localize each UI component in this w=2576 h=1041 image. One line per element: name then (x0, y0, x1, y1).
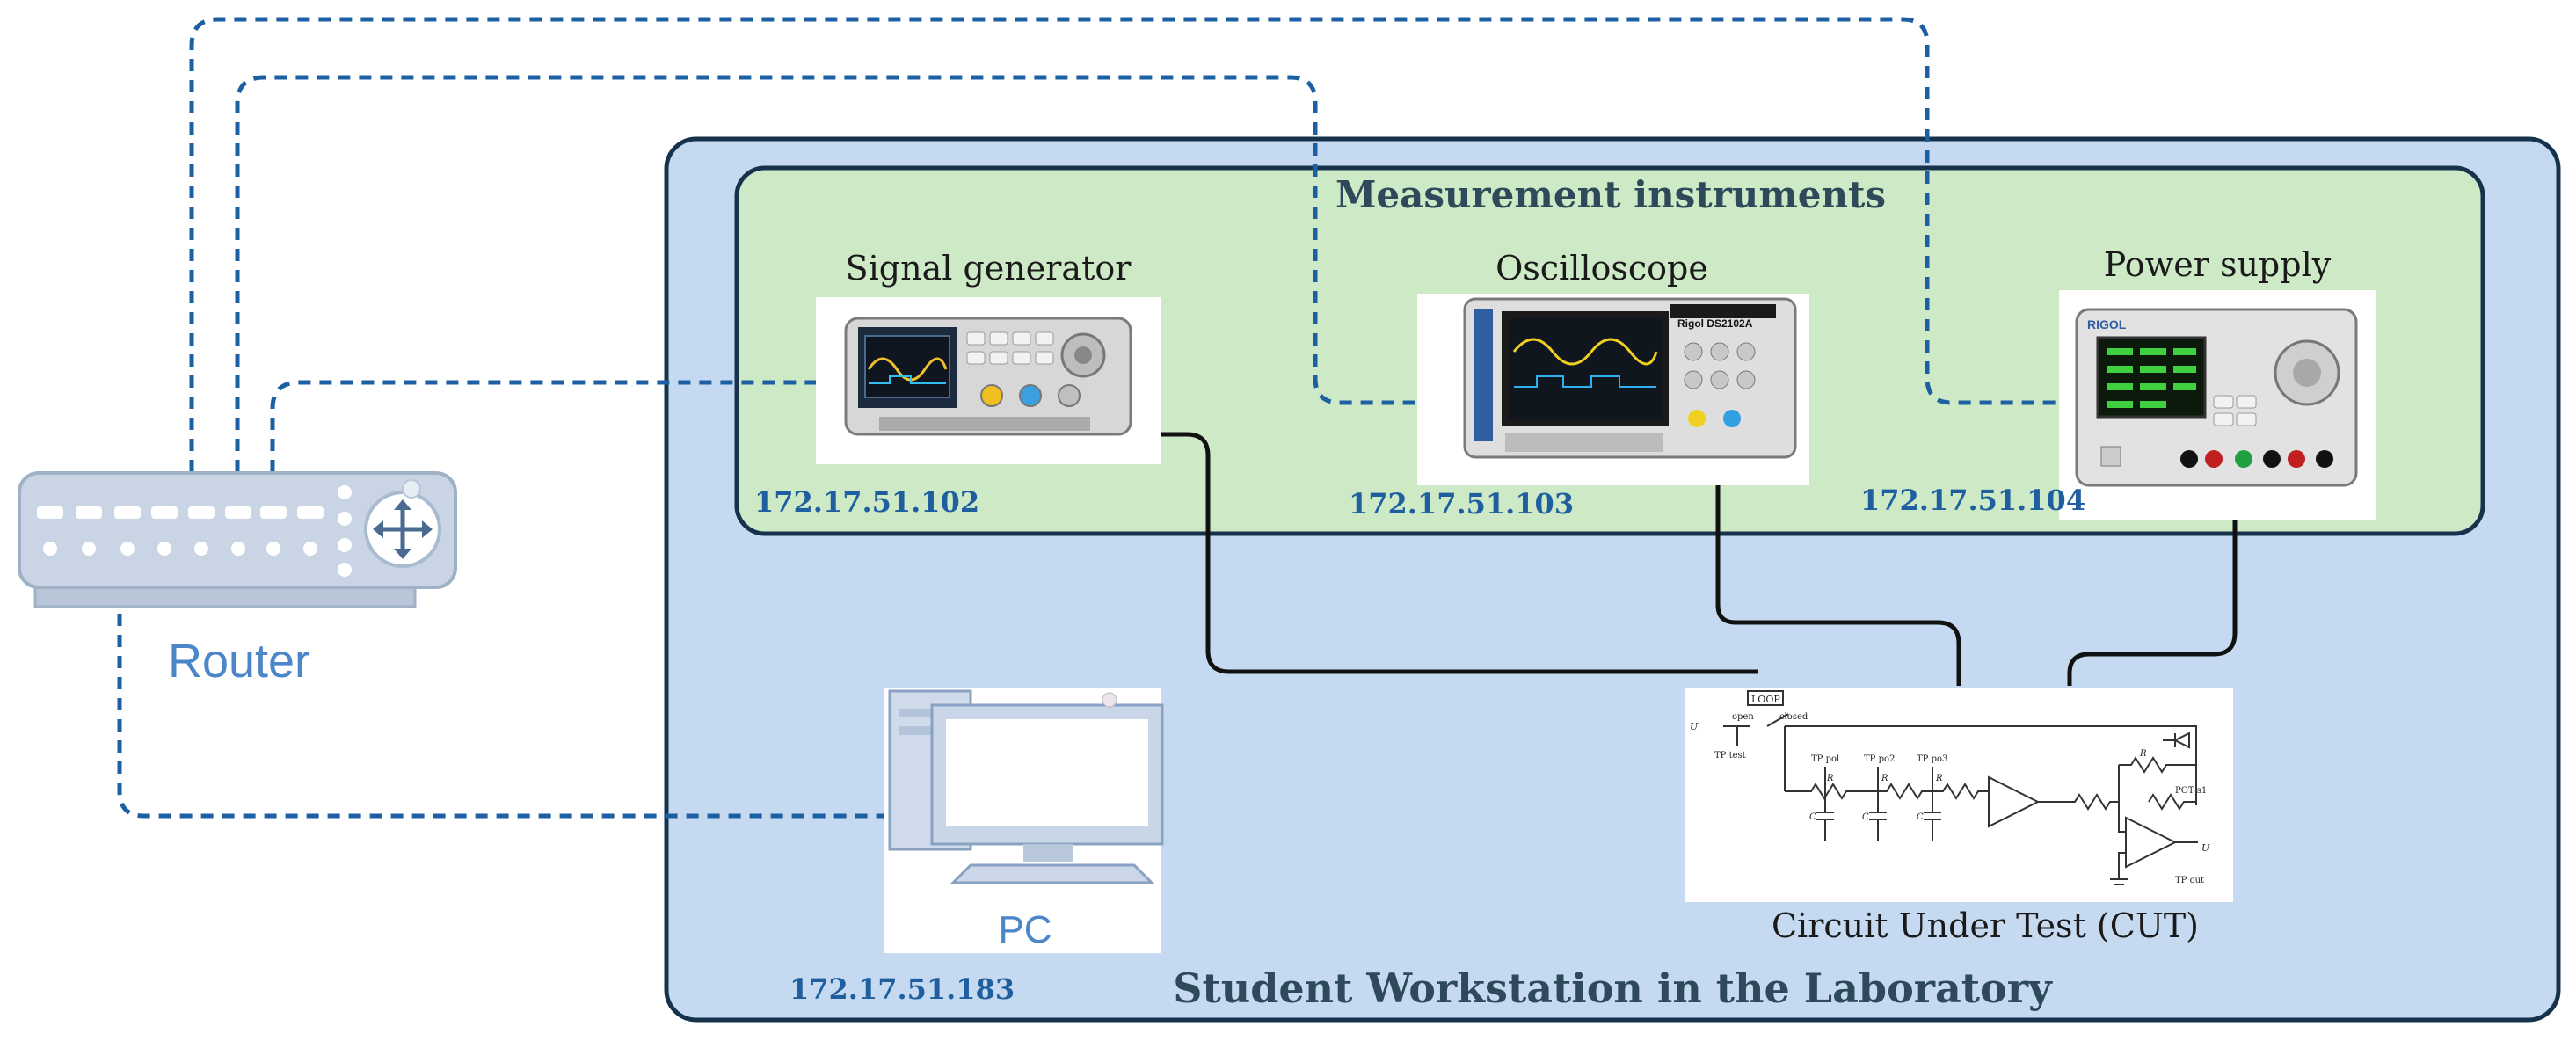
power-supply: Power supply RIGOL (2059, 245, 2376, 520)
oscilloscope-ip: 172.17.51.103 (1349, 487, 1574, 520)
wire-oscilloscope-cut (1715, 485, 1961, 686)
oscilloscope: Oscilloscope Rigol DS2102A (1417, 249, 1809, 485)
cut-wires (1117, 432, 2238, 686)
cut-loop: LOOP (1751, 694, 1780, 705)
cut-closed: closed (1779, 712, 1808, 722)
cut-u-out: U (2201, 842, 2210, 854)
link-router-oscilloscope (235, 75, 1449, 514)
power-supply-ip: 172.17.51.104 (1860, 484, 2085, 517)
link-router-pc (117, 571, 886, 819)
router-ports (37, 485, 352, 577)
signal-generator-ip: 172.17.51.102 (754, 485, 979, 519)
wire-signal-generator-cut (1117, 432, 1758, 674)
cut-c-1: C (1809, 812, 1816, 822)
circuit-under-test: LOOP open closed U TP test TP pol TP po2… (1685, 688, 2233, 945)
workstation-title: Student Workstation in the Laboratory (1173, 965, 2053, 1012)
cut-tp-po3: TP po3 (1917, 754, 1947, 764)
cut-r-2: R (1881, 774, 1888, 783)
signal-generator-label: Signal generator (846, 249, 1132, 288)
pc-screen (946, 719, 1148, 826)
pc-keyboard (950, 863, 1155, 884)
power-supply-brand: RIGOL (2087, 317, 2127, 331)
cut-u-in: U (1690, 721, 1699, 732)
link-router-signal-generator (270, 380, 816, 514)
cut-tp-pol: TP pol (1811, 754, 1839, 764)
cut-tp-po2: TP po2 (1864, 754, 1895, 764)
pc-ip: 172.17.51.183 (790, 972, 1015, 1006)
cut-label: Circuit Under Test (CUT) (1772, 906, 2199, 945)
cut-c-2: C (1862, 812, 1869, 822)
cut-c-3: C (1917, 812, 1924, 822)
link-router-power-supply (189, 17, 2059, 514)
pc: PC (884, 688, 1164, 953)
router-body (18, 471, 457, 589)
cut-r-1: R (1826, 774, 1834, 783)
wire-power-supply-cut (2067, 485, 2238, 686)
router-label: Router (168, 635, 310, 688)
cut-open: open (1732, 712, 1754, 722)
cut-tp-out: TP out (2175, 876, 2204, 885)
router-move-icon (364, 479, 441, 568)
oscilloscope-label: Oscilloscope (1495, 249, 1708, 288)
oscilloscope-brand: Rigol DS2102A (1677, 317, 1753, 330)
cut-r-fb: R (2139, 749, 2147, 759)
measurement-title: Measurement instruments (1335, 173, 1886, 216)
cut-tp-test: TP test (1714, 751, 1746, 761)
router: Router (18, 471, 457, 688)
cut-pot: POT s1 (2175, 786, 2207, 796)
pc-label: PC (998, 908, 1052, 951)
cut-r-3: R (1935, 774, 1943, 783)
signal-generator: Signal generator (816, 249, 1161, 464)
power-supply-label: Power supply (2104, 245, 2332, 284)
network-links (117, 17, 2059, 819)
